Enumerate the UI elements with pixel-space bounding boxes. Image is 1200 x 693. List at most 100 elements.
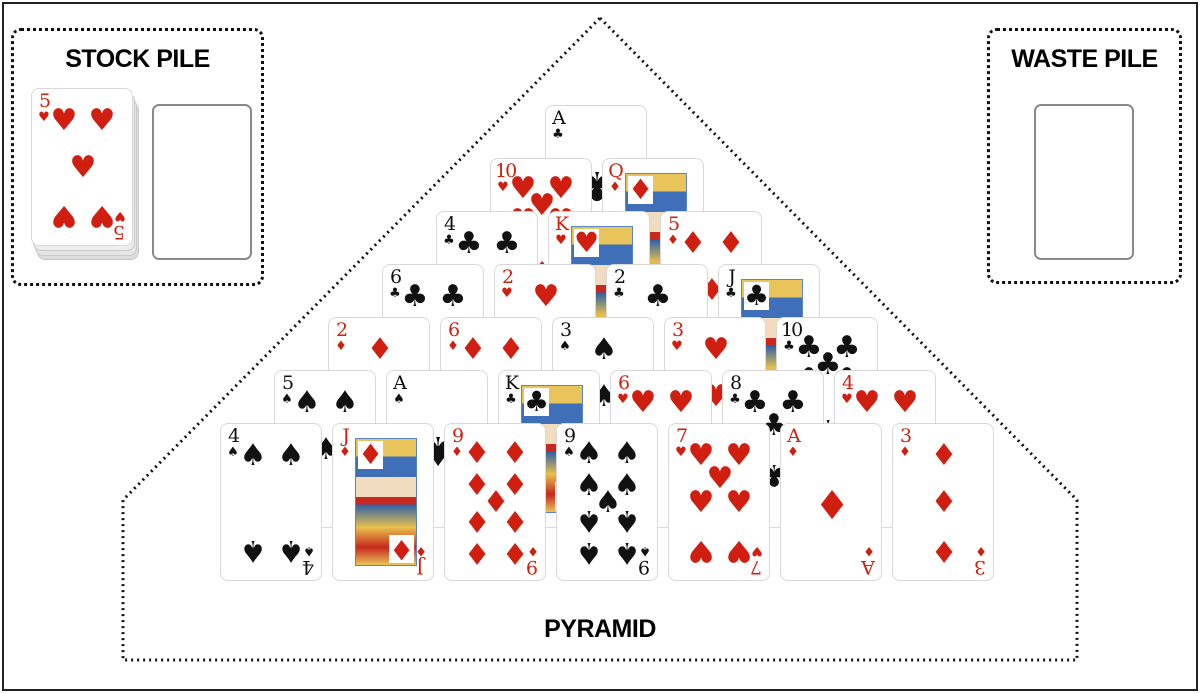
card-index-top: 5♦ [667, 213, 680, 248]
face-card-artwork: ♦♦ [355, 438, 417, 566]
heart-icon: ♥ [50, 103, 78, 138]
card-index-top: K♣ [504, 372, 519, 407]
heart-icon: ♥ [706, 461, 734, 496]
club-icon: ♣ [744, 279, 770, 312]
card-index-top: A♣ [552, 107, 566, 142]
card-index-bottom: 9♦ [527, 543, 539, 578]
waste-pile-zone: WASTE PILE [987, 28, 1182, 284]
pyramid-card-r7-c4[interactable]: ♠♠♠♠♠♠♠♠♠9♠9♠ [556, 423, 658, 581]
spade-icon: ♠ [575, 503, 603, 538]
heart-icon: ♥ [725, 485, 753, 520]
heart-icon: ♥ [547, 171, 575, 206]
heart-icon: ♥ [687, 485, 715, 520]
club-icon: ♣ [401, 279, 429, 314]
spade-icon: ♠ [613, 468, 641, 503]
club-icon: ♣ [524, 385, 550, 418]
stock-top-card[interactable]: 5♥ 5♥ ♥ ♥ ♥ ♥ ♥ [31, 88, 133, 246]
club-icon: ♣ [741, 385, 769, 420]
diamond-icon: ♦ [463, 535, 491, 570]
stock-empty-slot[interactable] [152, 104, 252, 260]
card-index-bottom: 7♥ [751, 543, 763, 578]
card-index-top: 10♥ [495, 160, 517, 195]
spade-icon: ♠ [575, 468, 603, 503]
card-index-top: 9♠ [563, 425, 576, 460]
heart-icon: ♥ [853, 385, 881, 420]
card-index-top: 3♠ [559, 319, 572, 354]
card-index-top: A♦ [787, 425, 801, 460]
diamond-icon: ♦ [814, 480, 850, 526]
card-index-top: 2♣ [613, 266, 626, 301]
card-index-top: 9♦ [451, 425, 464, 460]
diamond-icon: ♦ [358, 438, 384, 471]
heart-icon: ♥ [88, 198, 116, 233]
card-index-top: 6♦ [447, 319, 460, 354]
diamond-icon: ♦ [930, 533, 958, 568]
pyramid-card-r7-c5[interactable]: ♥♥♥♥♥♥♥7♥7♥ [668, 423, 770, 581]
waste-empty-slot[interactable] [1034, 104, 1134, 260]
heart-icon: ♥ [50, 198, 78, 233]
diamond-icon: ♦ [501, 503, 529, 538]
pyramid-card-r7-c1[interactable]: ♠♠♠♠4♠4♠ [220, 423, 322, 581]
card-index-top: J♣ [725, 266, 737, 301]
diamond-icon: ♦ [463, 468, 491, 503]
heart-icon: ♥ [629, 385, 657, 420]
spade-icon: ♠ [293, 385, 321, 420]
card-index-top: 4♠ [227, 425, 240, 460]
pyramid-title: PYRAMID [544, 615, 656, 643]
spade-icon: ♠ [239, 438, 267, 473]
diamond-icon: ♦ [679, 226, 707, 261]
diamond-icon: ♦ [482, 485, 510, 520]
card-index-top: 5♠ [281, 372, 294, 407]
diamond-icon: ♦ [501, 436, 529, 471]
stock-pile-stack[interactable]: 5♥ 5♥ ♥ ♥ ♥ ♥ ♥ [31, 88, 141, 264]
heart-icon: ♥ [891, 385, 919, 420]
club-icon: ♣ [644, 279, 672, 314]
card-index-top: 8♣ [729, 372, 742, 407]
club-icon: ♣ [455, 226, 483, 261]
waste-pile-title: WASTE PILE [1011, 45, 1158, 73]
card-index-top: 2♥ [501, 266, 514, 301]
spade-icon: ♠ [594, 485, 622, 520]
heart-icon: ♥ [532, 279, 560, 314]
card-index-top: Q♦ [608, 160, 624, 195]
card-index-top: 4♥ [841, 372, 854, 407]
card-index-top: 4♣ [443, 213, 456, 248]
heart-icon: ♥ [725, 438, 753, 473]
card-index-bottom: A♦ [863, 543, 875, 578]
spade-icon: ♠ [575, 436, 603, 471]
spade-icon: ♠ [590, 332, 618, 367]
diamond-icon: ♦ [497, 332, 525, 367]
card-index-bottom: 3♦ [975, 543, 987, 578]
heart-icon: ♥ [687, 438, 715, 473]
card-index-top: 7♥ [675, 425, 688, 460]
spade-icon: ♠ [613, 436, 641, 471]
card-index-bottom: 4♠ [303, 543, 315, 578]
heart-icon: ♥ [69, 150, 97, 185]
diamond-icon: ♦ [459, 332, 487, 367]
heart-icon: ♥ [687, 533, 715, 568]
card-index-bottom: 9♠ [639, 543, 651, 578]
pyramid-card-r7-c3[interactable]: ♦♦♦♦♦♦♦♦♦9♦9♦ [444, 423, 546, 581]
club-icon: ♣ [493, 226, 521, 261]
spade-icon: ♠ [277, 438, 305, 473]
card-index-top: 6♥ [617, 372, 630, 407]
diamond-icon: ♦ [463, 503, 491, 538]
diamond-icon: ♦ [366, 332, 394, 367]
card-index-top: 6♣ [389, 266, 402, 301]
card-index-top: A♠ [393, 372, 407, 407]
pyramid-card-r7-c2[interactable]: ♦♦J♦J♦ [332, 423, 434, 581]
pyramid-card-r7-c6[interactable]: ♦ A♦ A♦ [780, 423, 882, 581]
card-index-bottom: J♦ [415, 543, 427, 578]
card-index-top: K♥ [554, 213, 569, 248]
heart-icon: ♥ [574, 226, 600, 259]
pyramid-card-r7-c7[interactable]: ♦♦♦3♦3♦ [892, 423, 994, 581]
spade-icon: ♠ [613, 503, 641, 538]
club-icon: ♣ [833, 330, 861, 365]
spade-icon: ♠ [575, 535, 603, 570]
club-icon: ♣ [439, 279, 467, 314]
diamond-icon: ♦ [717, 226, 745, 261]
diamond-icon: ♦ [388, 533, 414, 566]
stock-pile-title: STOCK PILE [65, 45, 210, 73]
